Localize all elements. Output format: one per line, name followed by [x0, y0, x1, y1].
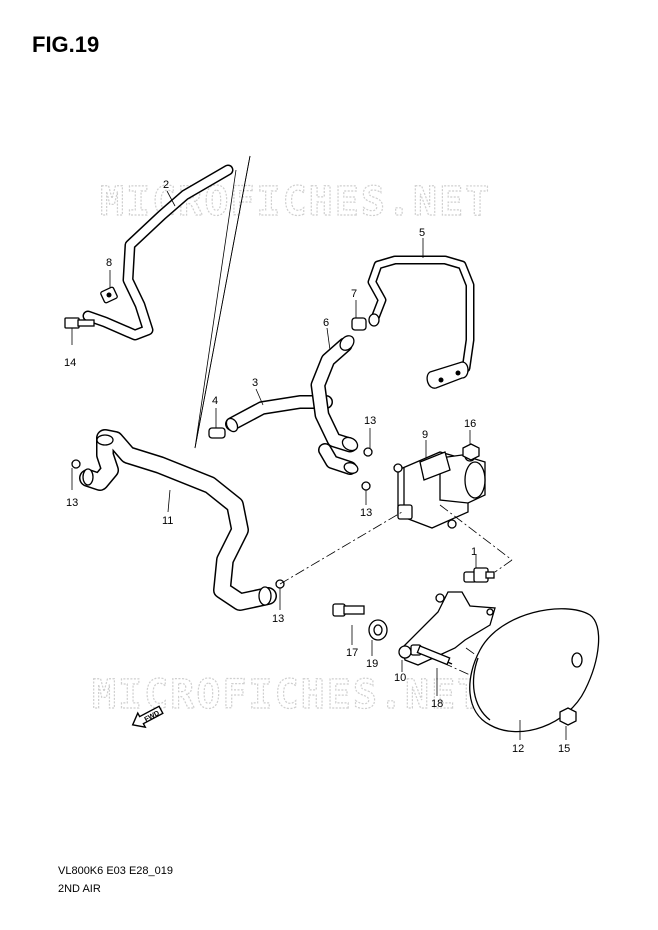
- callout-1: 1: [471, 546, 477, 558]
- callout-8: 8: [106, 257, 112, 269]
- callout-13-bottom: 13: [272, 613, 284, 625]
- figure-title: FIG.19: [32, 32, 100, 57]
- pipe-5: [367, 255, 475, 389]
- bolt-17: [332, 603, 365, 645]
- bracket-10: [398, 591, 496, 672]
- callout-13-middle: 13: [360, 507, 372, 519]
- callout-4: 4: [212, 395, 218, 407]
- callout-7: 7: [351, 288, 357, 300]
- callout-18: 18: [431, 698, 443, 710]
- callout-11: 11: [162, 515, 173, 527]
- callout-13-left: 13: [66, 497, 78, 509]
- callout-10: 10: [394, 672, 406, 684]
- callout-12: 12: [512, 743, 524, 755]
- callout-3: 3: [252, 377, 258, 389]
- model-code: VL800K6 E03 E28_019: [58, 865, 173, 877]
- clip-13-bottom: [275, 579, 285, 610]
- clip-13-upper: [363, 428, 373, 457]
- clamp-8: [100, 286, 118, 304]
- cover-12: [469, 608, 600, 740]
- clamp-7: [351, 300, 367, 331]
- hose-3: [225, 395, 333, 433]
- callout-14: 14: [64, 357, 76, 369]
- nut-16: [462, 443, 480, 461]
- callout-15: 15: [558, 743, 570, 755]
- callout-6: 6: [323, 317, 329, 329]
- reed-valve-9: [393, 450, 486, 529]
- nut-15: [559, 707, 577, 740]
- callout-9: 9: [422, 429, 428, 441]
- callout-13-upper: 13: [364, 415, 376, 427]
- clip-13-middle: [361, 481, 371, 505]
- callout-5: 5: [419, 227, 425, 239]
- hose-11: [79, 429, 277, 611]
- grommet-19: [368, 619, 388, 656]
- hose-6: [310, 335, 359, 453]
- switch-1: [463, 555, 495, 583]
- hose-short: [318, 443, 359, 475]
- bolt-14: [64, 317, 95, 345]
- callout-2: 2: [163, 179, 169, 191]
- clip-13-left: [71, 459, 81, 490]
- callout-16: 16: [464, 418, 476, 430]
- clamp-4: [208, 408, 226, 439]
- callout-19: 19: [366, 658, 378, 670]
- hose-2: [82, 164, 234, 341]
- figure-caption: 2ND AIR: [58, 883, 101, 895]
- callout-17: 17: [346, 647, 358, 659]
- bolt-18: [410, 644, 453, 696]
